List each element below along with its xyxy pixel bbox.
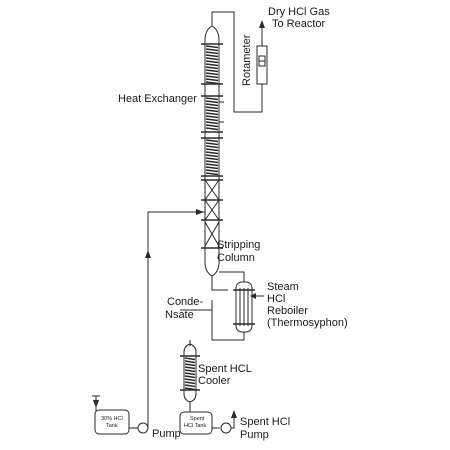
rotameter-label: Rotameter <box>241 34 253 86</box>
tank30-label-2: Tank <box>106 423 118 429</box>
spent-tank-label-2: HCl Tank <box>184 423 206 429</box>
dry-hcl-label-1: Dry HCl Gas <box>268 6 330 18</box>
heat-exchanger <box>201 43 224 177</box>
pump-label: Pump <box>152 428 181 440</box>
tank-30-hcl <box>92 395 130 435</box>
dry-hcl-label-2: To Reactor <box>272 18 326 30</box>
stripping-label-1: Stripping <box>217 239 260 251</box>
spent-hcl-tank <box>179 411 213 435</box>
cooler-label-1: Spent HCL <box>198 363 252 375</box>
condensate-label-1: Conde- <box>167 296 203 308</box>
rotameter <box>256 45 268 85</box>
steam-label: Steam <box>267 281 299 293</box>
feed-pump <box>129 422 149 434</box>
spent-hcl-cooler <box>180 340 200 412</box>
reboiler-loop <box>180 271 245 341</box>
dry-hcl-outlet-line <box>211 11 265 113</box>
reboiler <box>233 281 264 333</box>
cooler-label-2: Cooler <box>198 375 231 387</box>
spent-hcl-pump <box>212 410 237 434</box>
feed-line <box>145 209 205 425</box>
stripping-column <box>201 179 223 249</box>
spent-pump-label-1: Spent HCl <box>240 416 290 428</box>
heat-exchanger-label: Heat Exchanger <box>118 93 197 105</box>
reboiler-label-1: HCl <box>267 293 285 305</box>
stripping-label-2: Column <box>217 252 255 264</box>
tank30-label-1: 30% HCl <box>101 416 123 422</box>
reboiler-label-2: Reboiler <box>267 305 308 317</box>
spent-tank-label-1: Spent <box>190 416 205 422</box>
condensate-label-2: Nsate <box>165 309 194 321</box>
spent-pump-label-2: Pump <box>240 429 269 441</box>
reboiler-label-3: (Thermosyphon) <box>267 317 348 329</box>
